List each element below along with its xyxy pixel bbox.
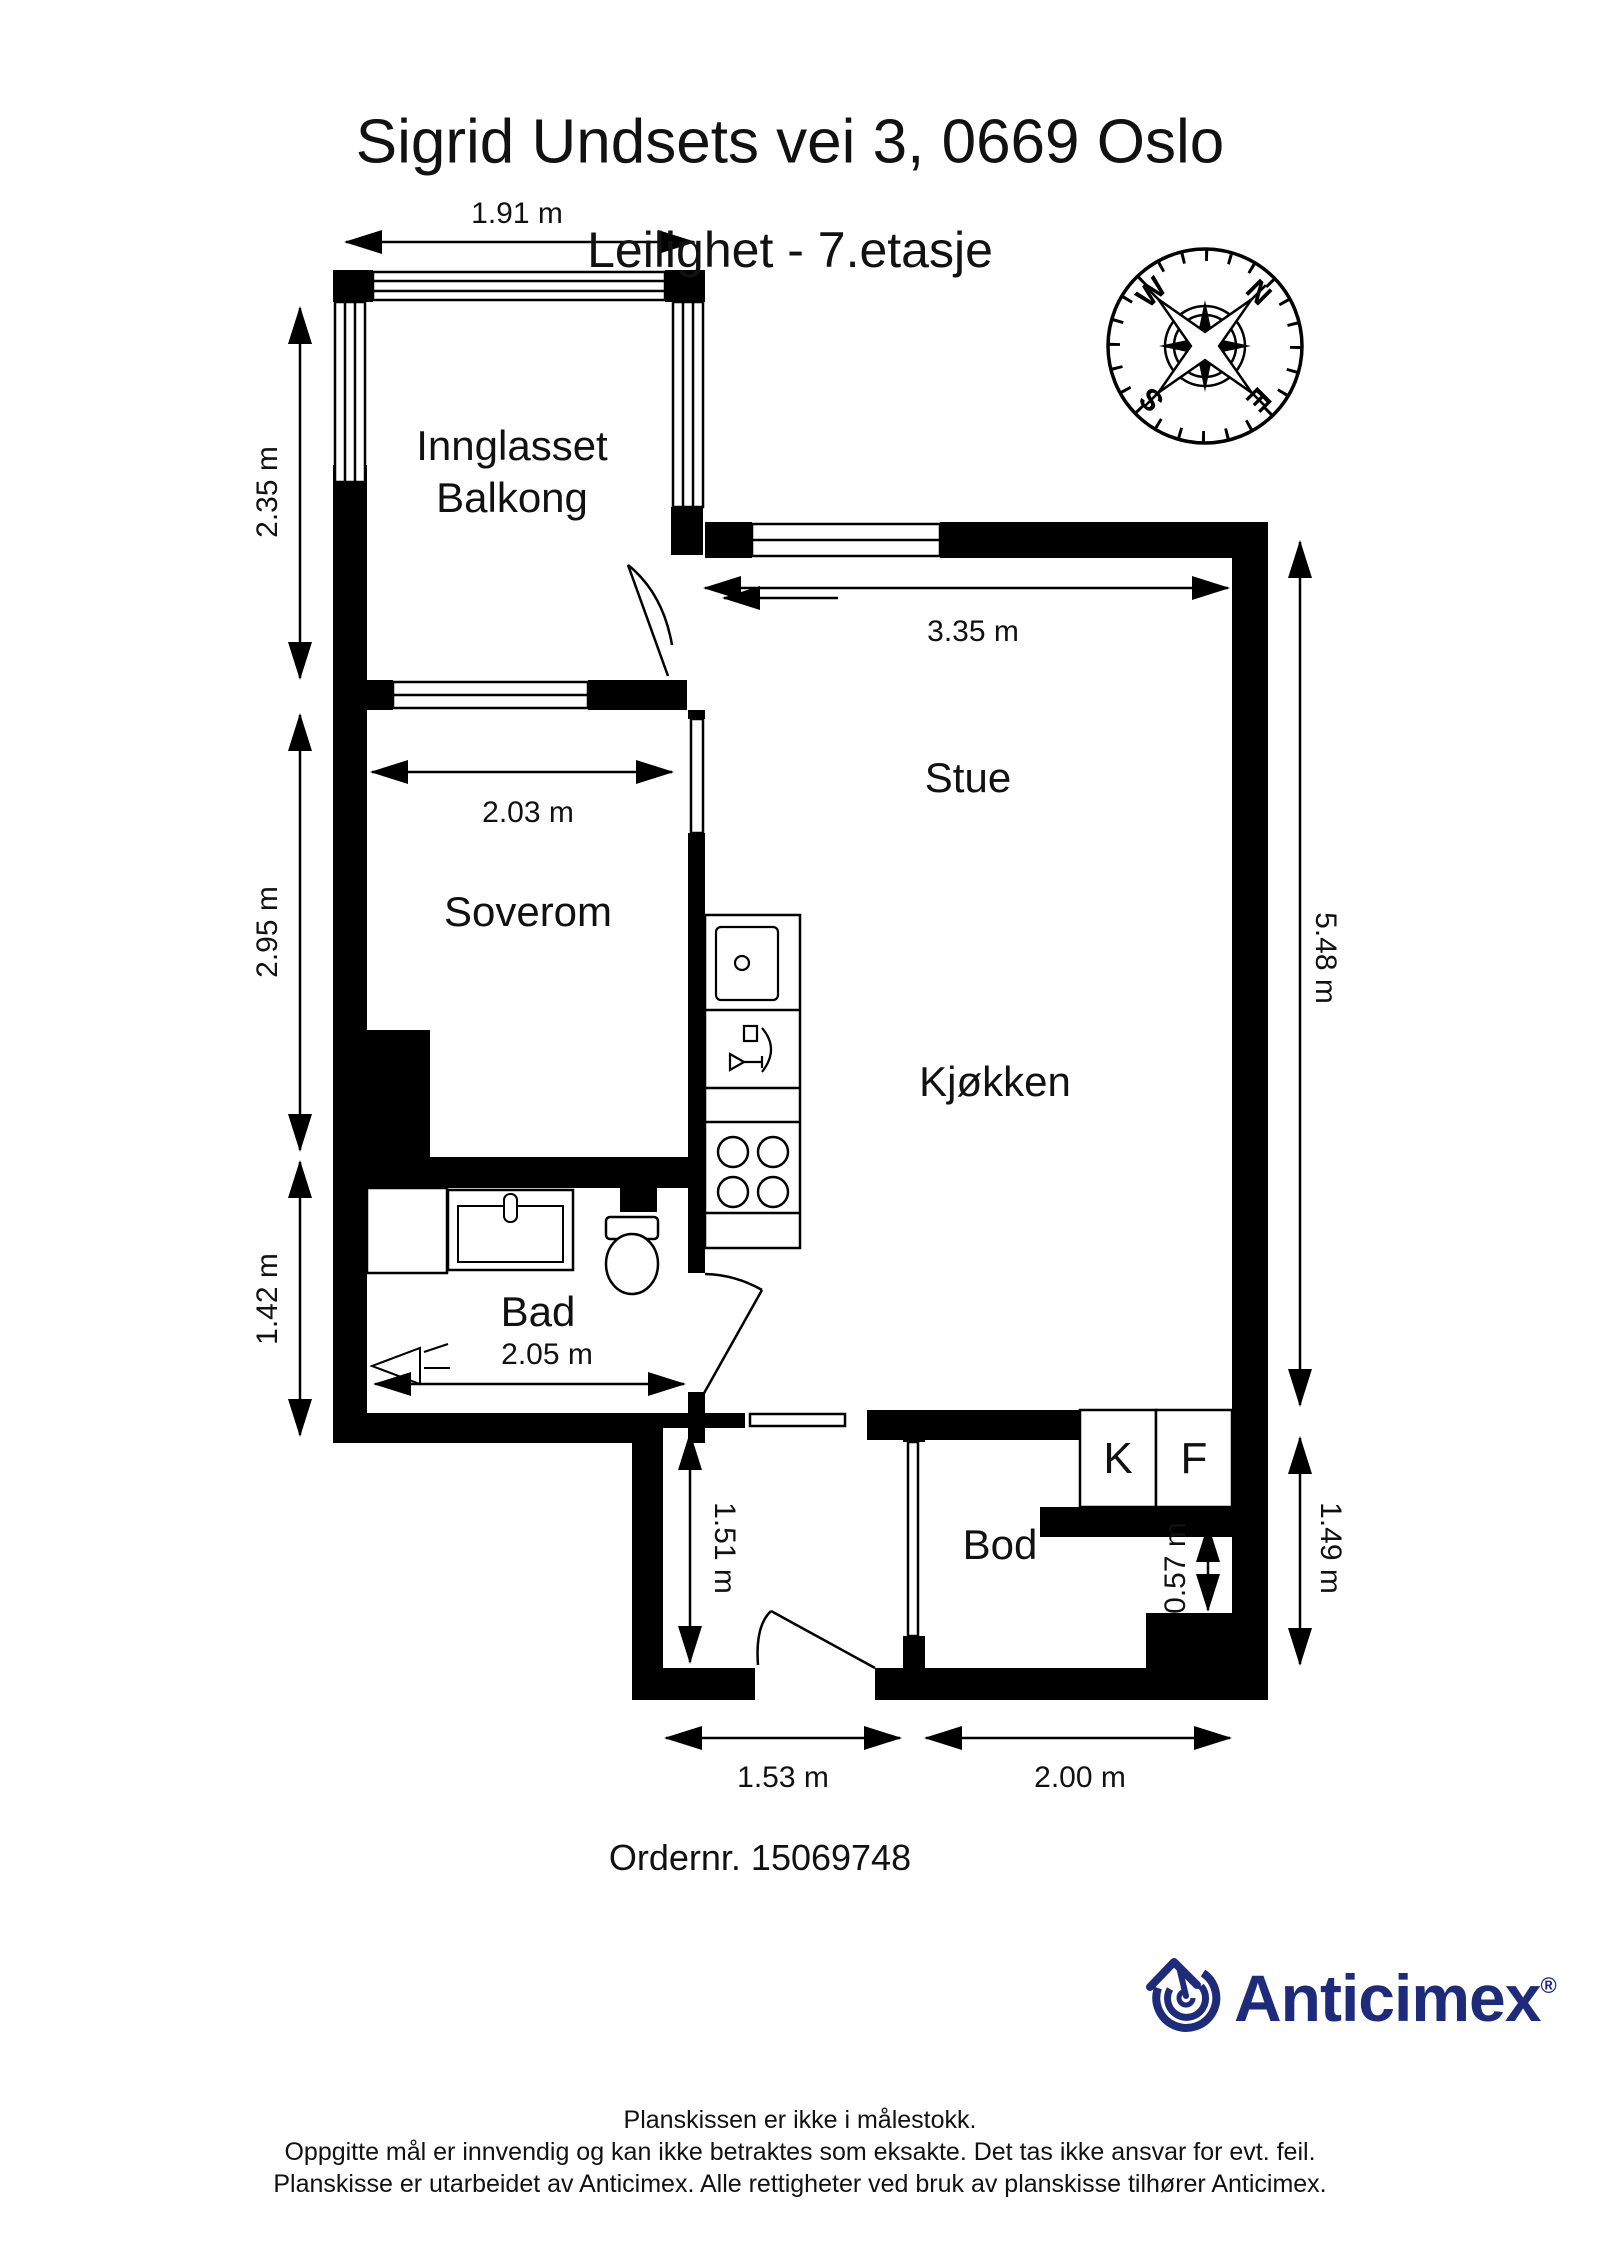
dim-storage-width: 2.00 m <box>1034 1761 1126 1794</box>
compass-icon <box>1106 247 1304 445</box>
dim-balcony-depth: 2.35 m <box>251 446 284 538</box>
dim-bathroom-width: 2.05 m <box>501 1338 593 1371</box>
order-number: Ordernr. 15069748 <box>608 1837 912 1878</box>
kitchen-sliding-door <box>748 1412 847 1428</box>
footer-disclaimer-2: Oppgitte mål er innvendig og kan ikke be… <box>284 2138 1316 2166</box>
toilet-icon <box>604 1215 660 1296</box>
dim-right-height: 5.48 m <box>1309 912 1342 1004</box>
sink-icon <box>714 925 780 1002</box>
room-label-balcony: Innglasset Balkong <box>416 420 607 524</box>
dim-niche-depth: 0.57 m <box>1159 1522 1192 1614</box>
room-label-kitchen: Kjøkken <box>919 1058 1071 1105</box>
registered-mark: ® <box>1540 1973 1556 1998</box>
dim-bedroom-width: 2.03 m <box>482 796 574 829</box>
room-label-bathroom: Bad <box>500 1288 576 1335</box>
bathroom-fixtures <box>365 1186 660 1386</box>
page-title: Sigrid Undsets vei 3, 0669 Oslo <box>355 107 1225 177</box>
freezer-box <box>1154 1408 1234 1509</box>
room-label-balcony-line1: Innglasset <box>416 422 608 469</box>
anticimex-wordmark: Anticimex® <box>1234 1960 1557 2036</box>
anticimex-logo-icon <box>1146 1958 1221 2032</box>
shower-icon <box>369 1343 450 1386</box>
anticimex-name: Anticimex <box>1234 1961 1541 2035</box>
dim-hall-width: 1.53 m <box>737 1761 829 1794</box>
freezer-label: F <box>1180 1434 1208 1483</box>
dishwasher-icon <box>728 1024 773 1073</box>
fridge-box <box>1078 1408 1158 1509</box>
dim-bathroom-depth: 1.42 m <box>251 1253 284 1345</box>
windows <box>333 270 942 1638</box>
dim-livingroom-width: 3.35 m <box>927 615 1019 648</box>
dim-hall-depth: 1.51 m <box>708 1502 741 1594</box>
footer-disclaimer-3: Planskisse er utarbeidet av Anticimex. A… <box>273 2170 1327 2198</box>
cabinet <box>365 1186 449 1275</box>
entry-door <box>756 1609 876 1670</box>
dim-bedroom-depth: 2.95 m <box>251 886 284 978</box>
footer-disclaimer-1: Planskissen er ikke i målestokk. <box>623 2106 977 2134</box>
bathroom-door <box>701 1272 764 1396</box>
storage-sliding-door <box>906 1440 920 1638</box>
room-label-livingroom: Stue <box>924 754 1012 801</box>
balcony-door <box>626 564 674 677</box>
room-label-bedroom: Soverom <box>443 888 613 935</box>
room-label-storage: Bod <box>962 1521 1038 1568</box>
doors <box>626 564 876 1670</box>
fridge-label: K <box>1103 1434 1133 1483</box>
thin-partition <box>689 717 705 835</box>
vanity-sink-icon <box>446 1188 575 1272</box>
stove-icon <box>716 1135 790 1209</box>
dim-bottom-right-height: 1.49 m <box>1314 1502 1347 1594</box>
dim-balcony-width: 1.91 m <box>471 197 563 230</box>
appliance-boxes <box>1078 1408 1234 1509</box>
dimension-arrows <box>288 230 1312 1750</box>
room-label-balcony-line2: Balkong <box>436 474 588 521</box>
walls <box>333 270 1268 1700</box>
page-subtitle: Leilighet - 7.etasje <box>587 222 993 278</box>
kitchen-counter <box>703 913 802 1250</box>
